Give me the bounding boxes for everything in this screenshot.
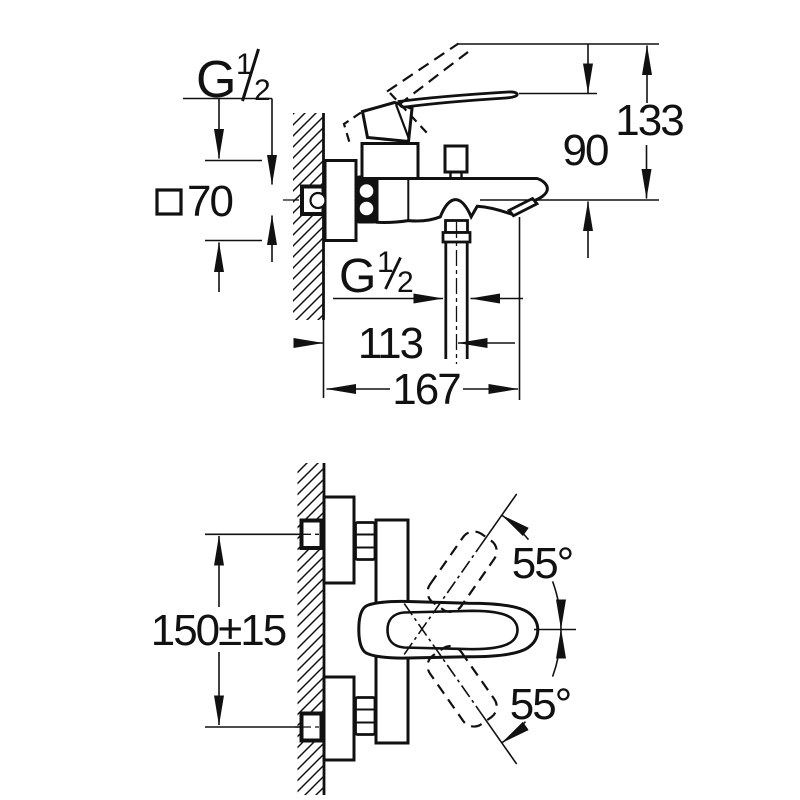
- fraction-slash-icon: [384, 256, 402, 290]
- dimension-113: 113: [293, 319, 515, 368]
- handle-raised-dashed: [389, 92, 428, 134]
- angle-arc: [501, 514, 530, 541]
- handle-dashed-upper: [426, 530, 498, 613]
- handle-dashed-lower: [426, 645, 498, 728]
- body-outline: [375, 177, 549, 224]
- handle-outline: [357, 599, 540, 660]
- union-ball-joint: [309, 191, 327, 210]
- angle-arc: [501, 721, 529, 744]
- union-nut-body: [354, 696, 377, 736]
- dimension-90: 90: [563, 44, 610, 258]
- union-nut-highlight: [359, 201, 374, 216]
- dim-70-label: 70: [187, 177, 232, 226]
- thread-label-numerator: 1: [377, 246, 394, 279]
- handle-alt-position-dashed: [342, 111, 362, 143]
- union-nut: [356, 175, 377, 224]
- union-nut-body: [356, 175, 377, 224]
- escutcheon-flange: [323, 159, 358, 242]
- union-nut-highlight: [359, 184, 374, 198]
- dim-90-label: 90: [563, 126, 608, 175]
- thread-label-g: G: [196, 51, 235, 109]
- thread-label-denominator: 2: [254, 74, 271, 107]
- lever-handle-front: [357, 599, 540, 660]
- dim-150-label: 150±15: [151, 606, 286, 655]
- dimension-167: 167: [326, 365, 519, 414]
- fraction-slash-icon: [241, 48, 260, 102]
- aerator-outlet: [506, 196, 540, 218]
- spout-body: [360, 142, 549, 224]
- thread-label-denominator: 2: [397, 266, 414, 299]
- angle-arc: [551, 581, 566, 630]
- angle-55-lower-label: 55°: [510, 680, 571, 729]
- diverter-knob: [443, 144, 469, 174]
- handle-swivel-dashed: [403, 493, 576, 765]
- swivel-axis-lower-extension: [478, 710, 518, 765]
- handle-raised-dashed: [386, 42, 460, 93]
- swivel-axis-upper: [403, 546, 481, 655]
- dim-167-label: 167: [392, 365, 460, 414]
- cartridge-housing: [360, 142, 420, 180]
- dimension-g-half-top: G 1 2: [183, 48, 277, 262]
- front-view: 55° 55° 150±15: [151, 463, 576, 795]
- handle-neck-edge: [394, 104, 411, 140]
- wall-hatch: [297, 463, 324, 795]
- dim-113-label: 113: [358, 319, 423, 368]
- swivel-axis-upper-extension: [478, 493, 518, 548]
- handle-raised-dashed: [397, 51, 469, 106]
- dimension-150: 150±15: [151, 533, 300, 728]
- dimension-g-half-spout: G 1 2: [333, 246, 523, 304]
- angle-55-lower: 55°: [501, 628, 572, 744]
- dimension-133: 133: [615, 45, 685, 199]
- escutcheon-flange: [322, 495, 356, 585]
- wall-section: [293, 113, 325, 398]
- union-nut: [354, 521, 377, 736]
- swivel-axis-lower: [403, 603, 481, 712]
- angle-arc: [551, 628, 566, 677]
- thread-label-g: G: [339, 250, 375, 303]
- lever-handle: [342, 42, 519, 144]
- angle-55-upper: 55°: [501, 514, 574, 630]
- escutcheon-flange: [322, 675, 356, 762]
- thread-label-numerator: 1: [236, 48, 253, 81]
- square-outline-icon: [155, 188, 183, 216]
- wall-hatch: [293, 113, 324, 320]
- angle-55-upper-label: 55°: [512, 539, 573, 588]
- dimension-square-70: 70: [155, 98, 234, 292]
- dim-133-label: 133: [615, 96, 683, 145]
- side-view: G 1 2 70 G 1 2 113: [155, 42, 685, 414]
- handle-lever-blade: [397, 90, 519, 109]
- handle-inner-line: [386, 609, 519, 651]
- wall-section: [297, 463, 326, 795]
- union-nut-body: [354, 521, 377, 561]
